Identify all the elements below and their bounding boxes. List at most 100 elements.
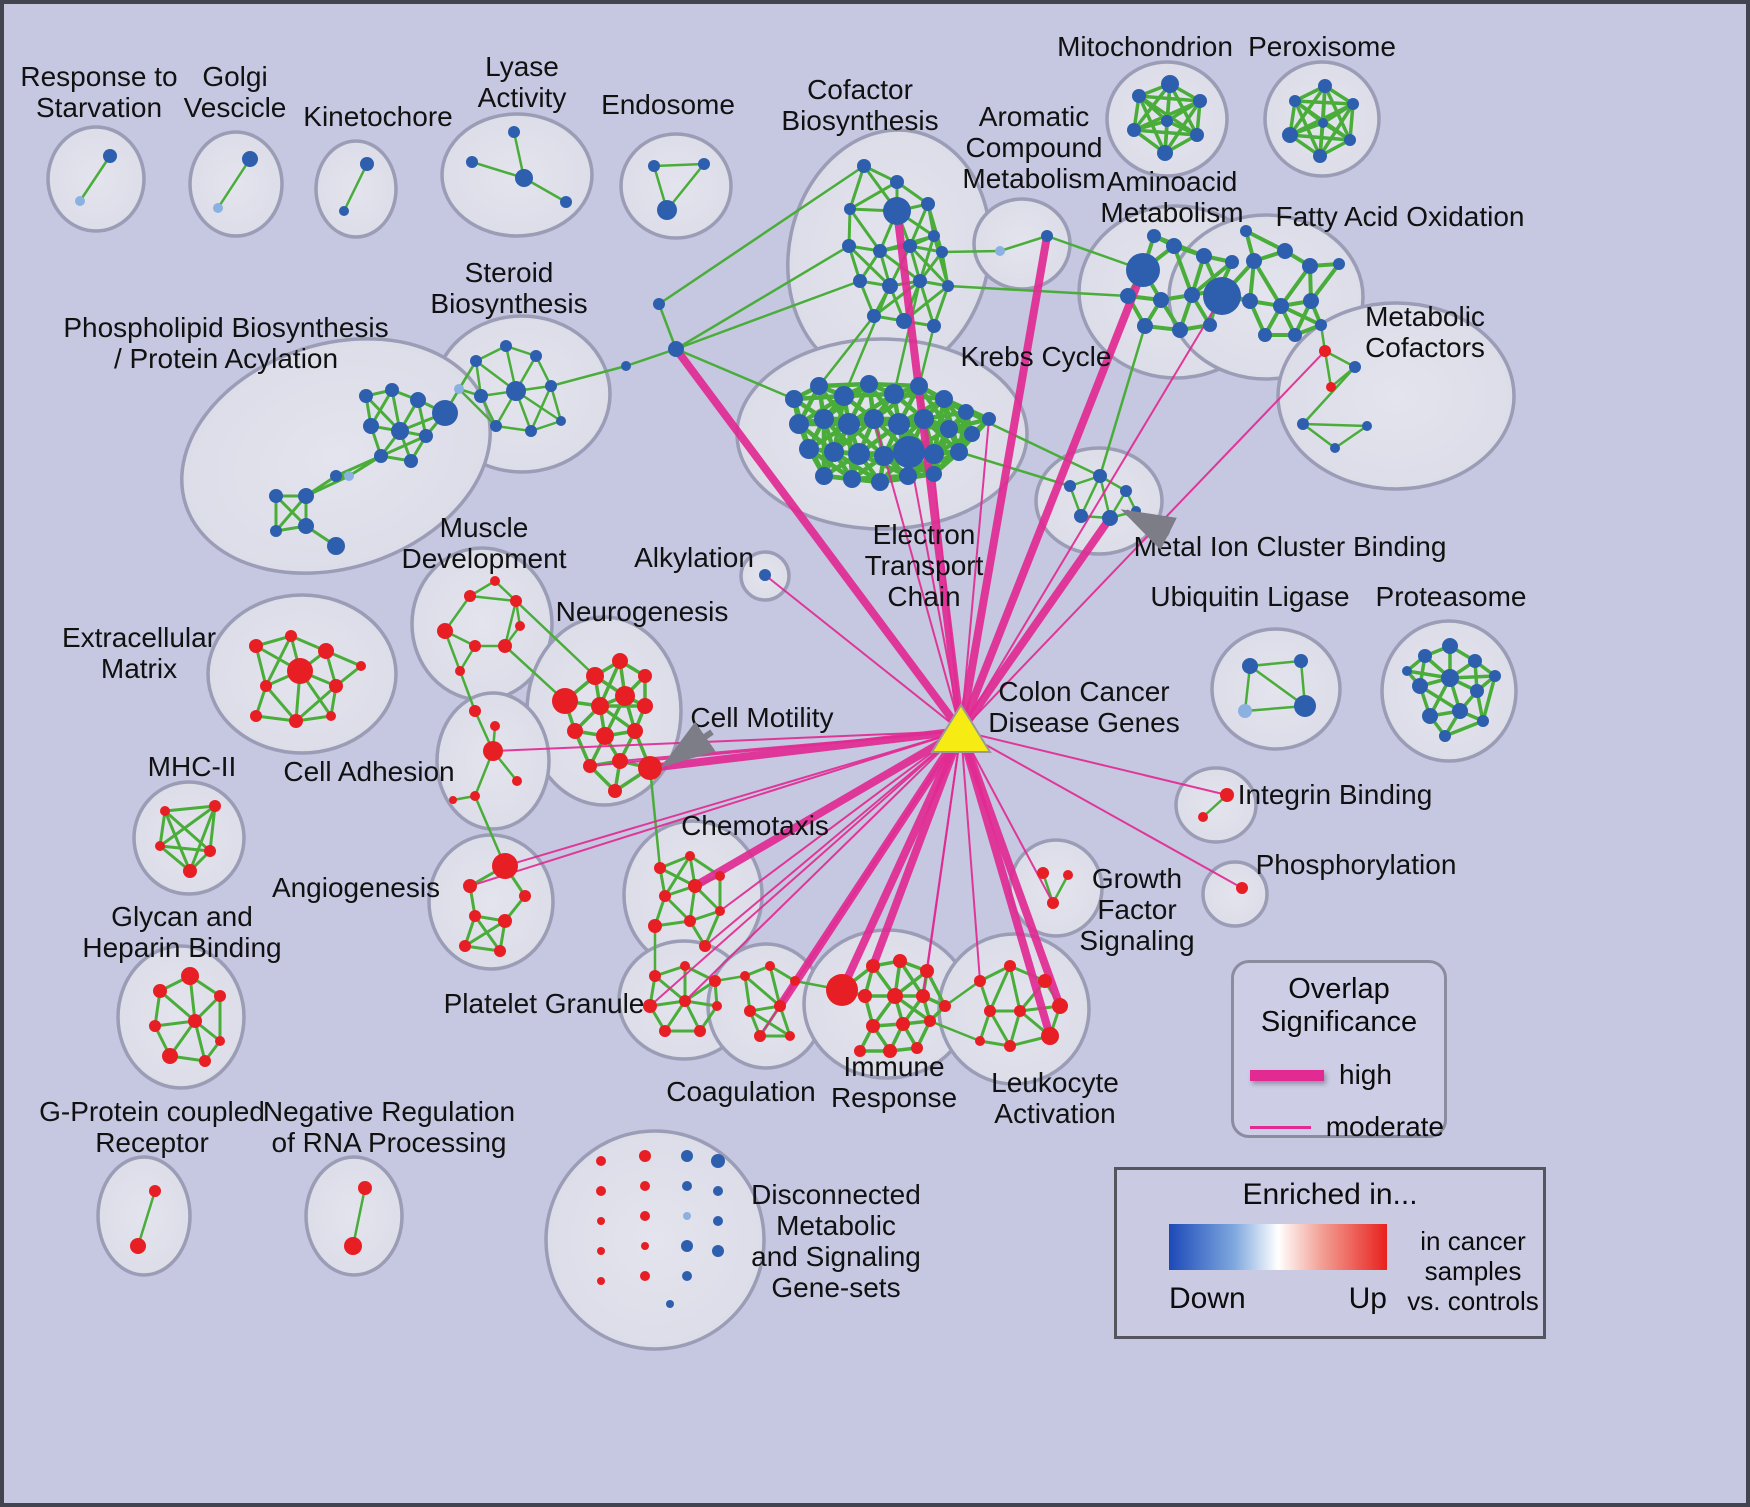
inter-cluster-edge	[658, 164, 865, 306]
gene-set-node	[356, 661, 366, 671]
enrichment-axis-labels: Down Up	[1169, 1282, 1387, 1316]
inter-cluster-edge	[675, 279, 861, 351]
gene-set-node	[927, 319, 941, 333]
edge-cofactor-biosynthesis	[918, 235, 936, 282]
gene-set-node	[785, 1031, 795, 1041]
overlap-legend-moderate-row: moderate	[1250, 1111, 1444, 1143]
edge-chemotaxis	[703, 910, 722, 947]
gene-set-node	[685, 851, 695, 861]
significance-edge-moderate	[960, 418, 990, 732]
gene-set-node	[498, 639, 512, 653]
gene-set-node	[1172, 322, 1188, 338]
gene-set-node	[1318, 79, 1332, 93]
gene-set-node	[860, 375, 878, 393]
gene-set-node	[913, 274, 927, 288]
overlap-significance-legend: Overlap Significance high moderate	[1231, 960, 1447, 1142]
inter-cluster-edge	[1098, 325, 1147, 477]
gene-set-node	[1047, 897, 1059, 909]
gene-set-node	[1297, 418, 1309, 430]
gene-set-node	[515, 169, 533, 187]
label-angiogenesis: Angiogenesis	[272, 872, 440, 903]
cluster-negative-regulation-rna	[304, 1155, 404, 1277]
gene-set-node	[1198, 812, 1208, 822]
edge-steroid-biosynthesis	[529, 385, 553, 432]
inter-cluster-edge	[648, 767, 662, 869]
gene-set-node	[199, 1055, 211, 1067]
gene-set-node	[924, 1015, 936, 1027]
gene-set-node	[640, 1271, 650, 1281]
gene-set-node	[1203, 277, 1241, 315]
label-ubiquitin-ligase: Ubiquitin Ligase	[1150, 581, 1349, 612]
gene-set-node	[242, 151, 258, 167]
gene-set-node	[1004, 1040, 1016, 1052]
gene-set-node	[586, 667, 604, 685]
gene-set-node	[858, 989, 872, 1003]
gene-set-node	[385, 383, 399, 397]
gene-set-node	[1220, 788, 1234, 802]
overlap-legend-title-line1: Overlap	[1288, 973, 1390, 1005]
nodes-layer	[75, 75, 1501, 1308]
edge-extracellular-matrix	[264, 635, 293, 687]
edge-metabolic-cofactors	[1323, 350, 1333, 388]
gene-set-node	[982, 412, 996, 426]
gene-set-node	[455, 666, 465, 676]
significance-edge-moderate	[492, 730, 962, 752]
edge-cofactor-biosynthesis	[848, 208, 882, 252]
label-proteasome: Proteasome	[1376, 581, 1527, 612]
edge-platelet-granule	[684, 979, 716, 1003]
gene-set-node	[449, 796, 457, 804]
gene-set-node	[597, 1217, 605, 1225]
edge-cofactor-biosynthesis	[848, 165, 866, 210]
gene-set-node	[374, 449, 388, 463]
gene-set-node	[911, 1042, 923, 1054]
edge-metabolic-cofactors	[1302, 422, 1368, 428]
gene-set-node	[899, 467, 917, 485]
gene-set-node	[483, 741, 503, 761]
gene-set-node	[789, 414, 809, 434]
gene-set-node	[871, 473, 889, 491]
label-chemotaxis: Chemotaxis	[681, 810, 829, 841]
gene-set-node	[153, 984, 167, 998]
gene-set-node	[437, 623, 453, 639]
gene-set-node	[1330, 443, 1340, 453]
gene-set-node	[744, 1005, 756, 1017]
gene-set-node	[1452, 703, 1468, 719]
gene-set-node	[681, 1150, 693, 1162]
edge-phospholipid-biosynthesis	[380, 434, 427, 458]
significance-edge-moderate	[960, 730, 981, 982]
gene-set-node	[464, 590, 476, 602]
gene-set-node	[1442, 638, 1458, 654]
gene-set-node	[552, 688, 578, 714]
gene-set-node	[612, 653, 628, 669]
gene-set-node	[924, 444, 944, 464]
gene-set-node	[709, 975, 721, 987]
gene-set-node	[596, 727, 614, 745]
gene-set-node	[643, 999, 657, 1013]
edge-extracellular-matrix	[264, 685, 298, 722]
gene-set-node	[639, 1150, 651, 1162]
label-cell-motility: Cell Motility	[690, 702, 833, 733]
gene-set-node	[754, 1030, 766, 1042]
gene-set-node	[519, 890, 531, 902]
edge-muscle-development	[469, 594, 517, 603]
gene-set-node	[130, 1238, 146, 1254]
significance-edge-moderate	[719, 730, 962, 912]
gene-set-node	[1014, 1005, 1026, 1017]
gene-set-node	[975, 1036, 985, 1046]
gene-set-node	[1412, 678, 1428, 694]
gene-set-node	[711, 1154, 725, 1168]
gene-set-node	[597, 1247, 605, 1255]
gene-set-node	[149, 1185, 161, 1197]
gene-set-node	[853, 274, 867, 288]
gene-set-node	[329, 679, 343, 693]
label-mhc-ii: MHC-II	[148, 751, 237, 782]
gene-set-node	[75, 196, 85, 206]
gene-set-node	[638, 756, 662, 780]
